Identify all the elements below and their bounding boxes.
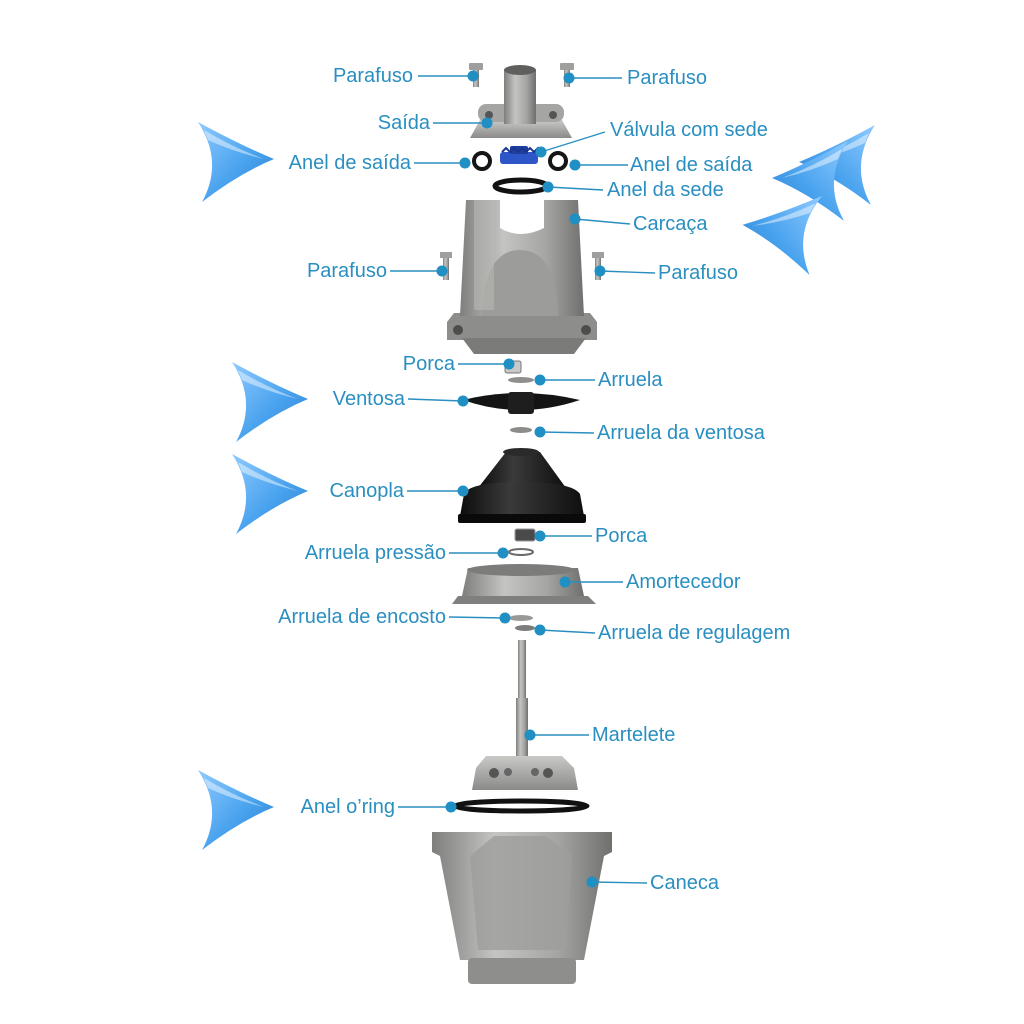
outlet-ring-left bbox=[472, 151, 492, 171]
pressure-washer bbox=[508, 548, 534, 556]
callout-dot bbox=[436, 265, 448, 277]
label-caneca: Caneca bbox=[650, 872, 720, 894]
label-arruela-de-regulagem: Arruela de regulagem bbox=[598, 622, 790, 644]
callout-dot bbox=[534, 530, 546, 542]
callout-dot bbox=[534, 374, 546, 386]
callout-dot bbox=[586, 876, 598, 888]
callout-dot bbox=[503, 358, 515, 370]
label-ventosa: Ventosa bbox=[333, 388, 406, 410]
leader-line bbox=[448, 616, 506, 619]
label-anel-oring: Anel o’ring bbox=[300, 796, 395, 818]
label-arruela-de-encosto: Arruela de encosto bbox=[278, 606, 446, 628]
callout-dot bbox=[569, 159, 581, 171]
leader-line bbox=[547, 186, 604, 191]
label-parafuso-top-right: Parafuso bbox=[627, 67, 707, 89]
label-arruela: Arruela bbox=[598, 369, 663, 391]
label-martelete: Martelete bbox=[592, 724, 675, 746]
label-porca-top: Porca bbox=[403, 353, 456, 375]
callout-dot bbox=[563, 72, 575, 84]
damper-part bbox=[452, 564, 596, 604]
callout-dot bbox=[499, 612, 511, 624]
callout-dot bbox=[524, 729, 536, 741]
suction-cup-part bbox=[463, 392, 580, 414]
label-saida: Saída bbox=[378, 112, 431, 134]
housing-part bbox=[447, 200, 597, 354]
label-parafuso-top-left: Parafuso bbox=[333, 65, 413, 87]
callout-dot bbox=[534, 624, 546, 636]
label-valvula-com-sede: Válvula com sede bbox=[610, 119, 768, 141]
label-porca-bottom: Porca bbox=[595, 525, 648, 547]
canopy-part bbox=[458, 448, 586, 523]
callout-dot bbox=[594, 265, 606, 277]
label-arruela-da-ventosa: Arruela da ventosa bbox=[597, 422, 766, 444]
callout-dots bbox=[436, 70, 606, 888]
valve-with-seat bbox=[500, 146, 543, 164]
adjust-washer bbox=[515, 625, 535, 631]
label-parafuso-mid-left: Parafuso bbox=[307, 260, 387, 282]
leader-line bbox=[574, 218, 631, 225]
outlet-part bbox=[470, 65, 572, 138]
label-anel-de-saida-left: Anel de saída bbox=[289, 152, 412, 174]
callout-dot bbox=[481, 117, 493, 129]
callout-dot bbox=[467, 70, 479, 82]
top-washer bbox=[508, 377, 534, 383]
callout-dot bbox=[459, 157, 471, 169]
label-anel-de-saida-right: Anel de saída bbox=[630, 154, 753, 176]
label-canopla: Canopla bbox=[329, 480, 404, 502]
leader-line bbox=[539, 629, 596, 634]
callout-dot bbox=[559, 576, 571, 588]
seat-ring bbox=[492, 177, 550, 195]
leader-line bbox=[407, 398, 464, 402]
oring-part bbox=[452, 798, 590, 814]
leader-line bbox=[599, 270, 656, 274]
label-parafuso-mid-right: Parafuso bbox=[658, 262, 738, 284]
callout-dot bbox=[457, 395, 469, 407]
thrust-washer bbox=[509, 615, 533, 621]
callout-dot bbox=[497, 547, 509, 559]
leader-lines bbox=[390, 75, 656, 884]
label-anel-da-sede: Anel da sede bbox=[607, 179, 724, 201]
callout-dot bbox=[445, 801, 457, 813]
callout-dot bbox=[535, 146, 547, 158]
cup-part bbox=[432, 832, 612, 984]
label-carcaca: Carcaça bbox=[633, 213, 708, 235]
suction-cup-washer bbox=[510, 427, 532, 433]
callout-dot bbox=[569, 213, 581, 225]
hammer-part bbox=[472, 640, 578, 790]
label-arruela-pressao: Arruela pressão bbox=[305, 542, 446, 564]
callout-dot bbox=[542, 181, 554, 193]
callout-dot bbox=[534, 426, 546, 438]
labels: Parafuso Parafuso Saída Válvula com sede… bbox=[278, 65, 790, 894]
leader-line bbox=[591, 881, 648, 884]
label-amortecedor: Amortecedor bbox=[626, 571, 741, 593]
leader-line bbox=[540, 131, 606, 153]
callout-dot bbox=[457, 485, 469, 497]
parts bbox=[432, 63, 612, 984]
outlet-ring-right bbox=[548, 151, 568, 171]
leader-line bbox=[539, 431, 595, 434]
bottom-nut bbox=[514, 528, 536, 542]
